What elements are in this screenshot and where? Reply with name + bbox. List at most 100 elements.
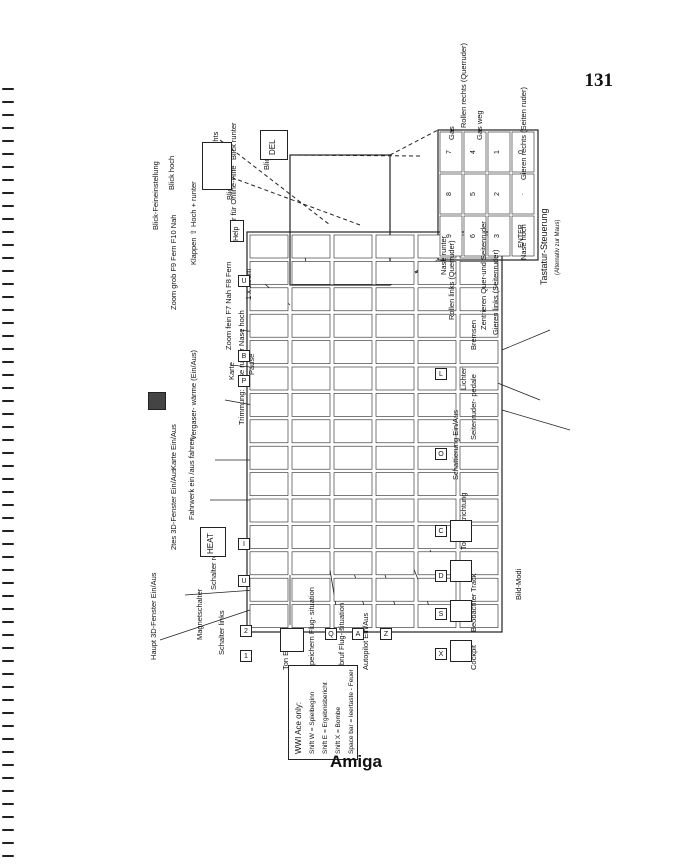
keyboard-key xyxy=(375,340,415,364)
binding-ring xyxy=(2,621,14,623)
binding-ring xyxy=(2,452,14,454)
binding-ring xyxy=(2,517,14,519)
numpad-key xyxy=(439,131,463,173)
binding-ring xyxy=(2,699,14,701)
keyboard-key xyxy=(291,313,331,338)
keyboard-key xyxy=(375,498,415,523)
binding-ring xyxy=(2,270,14,272)
numpad-key xyxy=(463,173,487,215)
keyboard-key xyxy=(249,393,289,417)
keyboard-key xyxy=(333,340,373,364)
binding-ring xyxy=(2,361,14,363)
label-zweites: 2tes 3D-Fenster Ein/Aus xyxy=(169,468,178,550)
keyboard-key xyxy=(375,551,415,576)
binding-ring xyxy=(2,244,14,246)
binding-ring xyxy=(2,725,14,727)
label-blick-fein: Blick-Feineinstellung xyxy=(151,161,160,230)
keyboard-key xyxy=(459,393,499,417)
keyboard-key xyxy=(291,472,331,496)
keyboard-key xyxy=(459,498,499,523)
binding-ring xyxy=(2,673,14,675)
keyboard-key xyxy=(459,445,499,470)
keyboard-key xyxy=(375,604,415,628)
label-vergaser: Vergaser- wärme (Ein/Aus) xyxy=(189,349,198,440)
keyboard-key xyxy=(459,472,499,496)
keyboard-key xyxy=(459,287,499,312)
keyboard-key xyxy=(291,366,331,391)
label-gieren-rechts: Gieren rechts (Seiten ruder) xyxy=(519,87,528,180)
keyboard-key xyxy=(459,261,499,285)
keyboard-key xyxy=(291,525,331,549)
label-gieren-links: Gieren links (Seitenruder) xyxy=(491,249,500,335)
cockpit-icon xyxy=(450,640,472,662)
numpad-key-label: 5 xyxy=(470,192,477,196)
binding-ring xyxy=(2,387,14,389)
binding-ring xyxy=(2,647,14,649)
key-x: X xyxy=(435,648,447,660)
label-seitenruder: Seitenruder- pedale xyxy=(469,374,478,440)
binding-ring xyxy=(2,400,14,402)
keyboard-key xyxy=(417,472,457,496)
page-number: 131 xyxy=(584,70,614,91)
binding-ring xyxy=(2,660,14,662)
key-s: S xyxy=(435,608,447,620)
keyboard-key xyxy=(333,445,373,470)
label-blick-hoch: Blick hoch xyxy=(167,155,176,190)
numpad-key xyxy=(487,215,511,257)
key-q: Q xyxy=(325,628,337,640)
keyboard-key xyxy=(249,604,289,628)
keyboard-key xyxy=(249,366,289,391)
keyboard-key xyxy=(333,419,373,444)
wwi-row: Shift W = Spielbeginn xyxy=(309,691,316,754)
binding-ring xyxy=(2,101,14,103)
label-fahrwerk: Fahrwerk ein /aus fahren xyxy=(187,437,196,520)
label-schattierung: Schattierung Ein/Aus xyxy=(451,409,460,480)
numpad-key-label: 8 xyxy=(446,192,453,196)
keyboard-key xyxy=(375,313,415,338)
binding-ring xyxy=(2,426,14,428)
key-p: P xyxy=(238,375,250,387)
keyboard-key xyxy=(291,604,331,628)
keyboard-key xyxy=(249,287,289,312)
binding-ring xyxy=(2,530,14,532)
numpad-key-label: . xyxy=(518,193,525,195)
keyboard-key xyxy=(375,445,415,470)
label-nase-hoch: Nase hoch xyxy=(519,224,528,260)
numpad-key xyxy=(439,215,463,257)
binding-ring xyxy=(2,231,14,233)
binding-ring xyxy=(2,140,14,142)
keyboard-key xyxy=(333,261,373,285)
binding-ring xyxy=(2,751,14,753)
keyboard-key xyxy=(375,419,415,444)
binding-ring xyxy=(2,153,14,155)
wwi-title: WWI Ace only: xyxy=(294,701,303,754)
label-zoom-grob: Zoom grob F9 Fern F10 Nah xyxy=(169,214,178,310)
numpad-key-label: 7 xyxy=(446,150,453,154)
binding-ring xyxy=(2,504,14,506)
label-gas-weg: Gas weg xyxy=(475,110,484,140)
numpad-key-label: 0 xyxy=(518,150,525,154)
keyboard-key xyxy=(417,498,457,523)
key-u: U xyxy=(238,575,250,587)
binding-ring xyxy=(2,816,14,818)
label-rollen-rechts: Rollen rechts (Querruder) xyxy=(459,42,468,128)
binding-ring xyxy=(2,335,14,337)
numpad-key-label: 2 xyxy=(494,192,501,196)
binding-ring xyxy=(2,309,14,311)
keyboard-key xyxy=(459,419,499,444)
binding-ring xyxy=(2,738,14,740)
key-d: D xyxy=(435,570,447,582)
binding-ring xyxy=(2,686,14,688)
binding-ring xyxy=(2,322,14,324)
keyboard-key xyxy=(417,393,457,417)
key-a: A xyxy=(352,628,364,640)
label-lichter: Lichter xyxy=(459,367,468,390)
numpad-key xyxy=(511,131,535,173)
keyboard-key xyxy=(249,234,289,259)
label-speichern: Speichern Flug- situation xyxy=(307,587,316,670)
label-karte-ein: Karte Ein/Aus xyxy=(169,424,178,470)
label-bild-modi: Bild-Modi xyxy=(514,568,523,600)
keyboard-key xyxy=(249,313,289,338)
help-box: Help xyxy=(230,220,244,242)
numpad-key xyxy=(439,173,463,215)
